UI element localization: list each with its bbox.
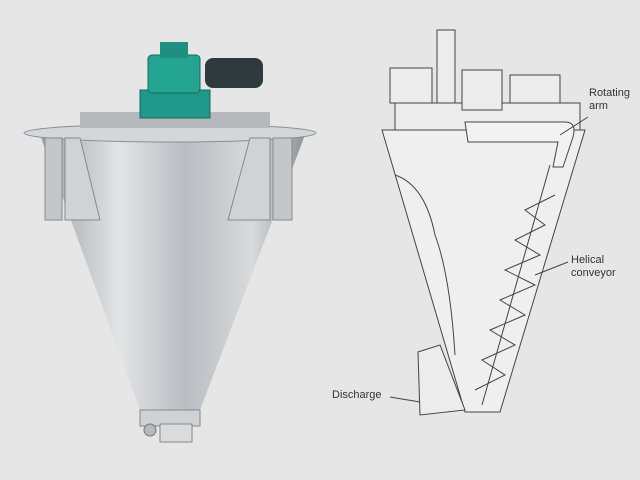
mixer-photo [23,42,317,443]
diagram-shaft [481,164,551,406]
gearbox-base [139,89,211,119]
label-helical-conveyor: Helical conveyor [571,254,616,280]
label-helical-conveyor-line2: conveyor [571,267,616,279]
valve-handle [143,423,157,437]
leader-discharge [389,396,421,403]
gearbox-body [147,54,201,94]
label-discharge: Discharge [332,389,382,401]
diagram-discharge [417,344,466,416]
diagram-material-line [394,174,456,356]
diagram-helix [474,194,556,391]
bracket-right [227,137,271,221]
gearbox-top [160,42,188,58]
top-beam [80,112,270,128]
label-rotating-arm: Rotating arm [589,87,630,113]
bracket-right-2 [272,137,293,221]
diagram-motor-right [509,74,561,104]
outlet-valve [159,423,193,443]
diagram-rotating-arm [464,121,575,168]
diagram-cone [381,129,586,413]
diagram-motor-left [389,67,433,104]
leader-helical-conveyor [534,261,569,276]
bracket-left [44,137,63,221]
label-helical-conveyor-line1: Helical [571,254,605,266]
leader-rotating-arm [559,116,589,136]
diagram-gearhead [461,69,503,111]
diagram-column [436,29,456,104]
mixer-diagram [381,29,589,416]
label-rotating-arm-line2: arm [589,100,608,112]
bracket-left-2 [64,137,101,221]
motor [205,58,263,88]
label-rotating-arm-line1: Rotating [589,87,630,99]
